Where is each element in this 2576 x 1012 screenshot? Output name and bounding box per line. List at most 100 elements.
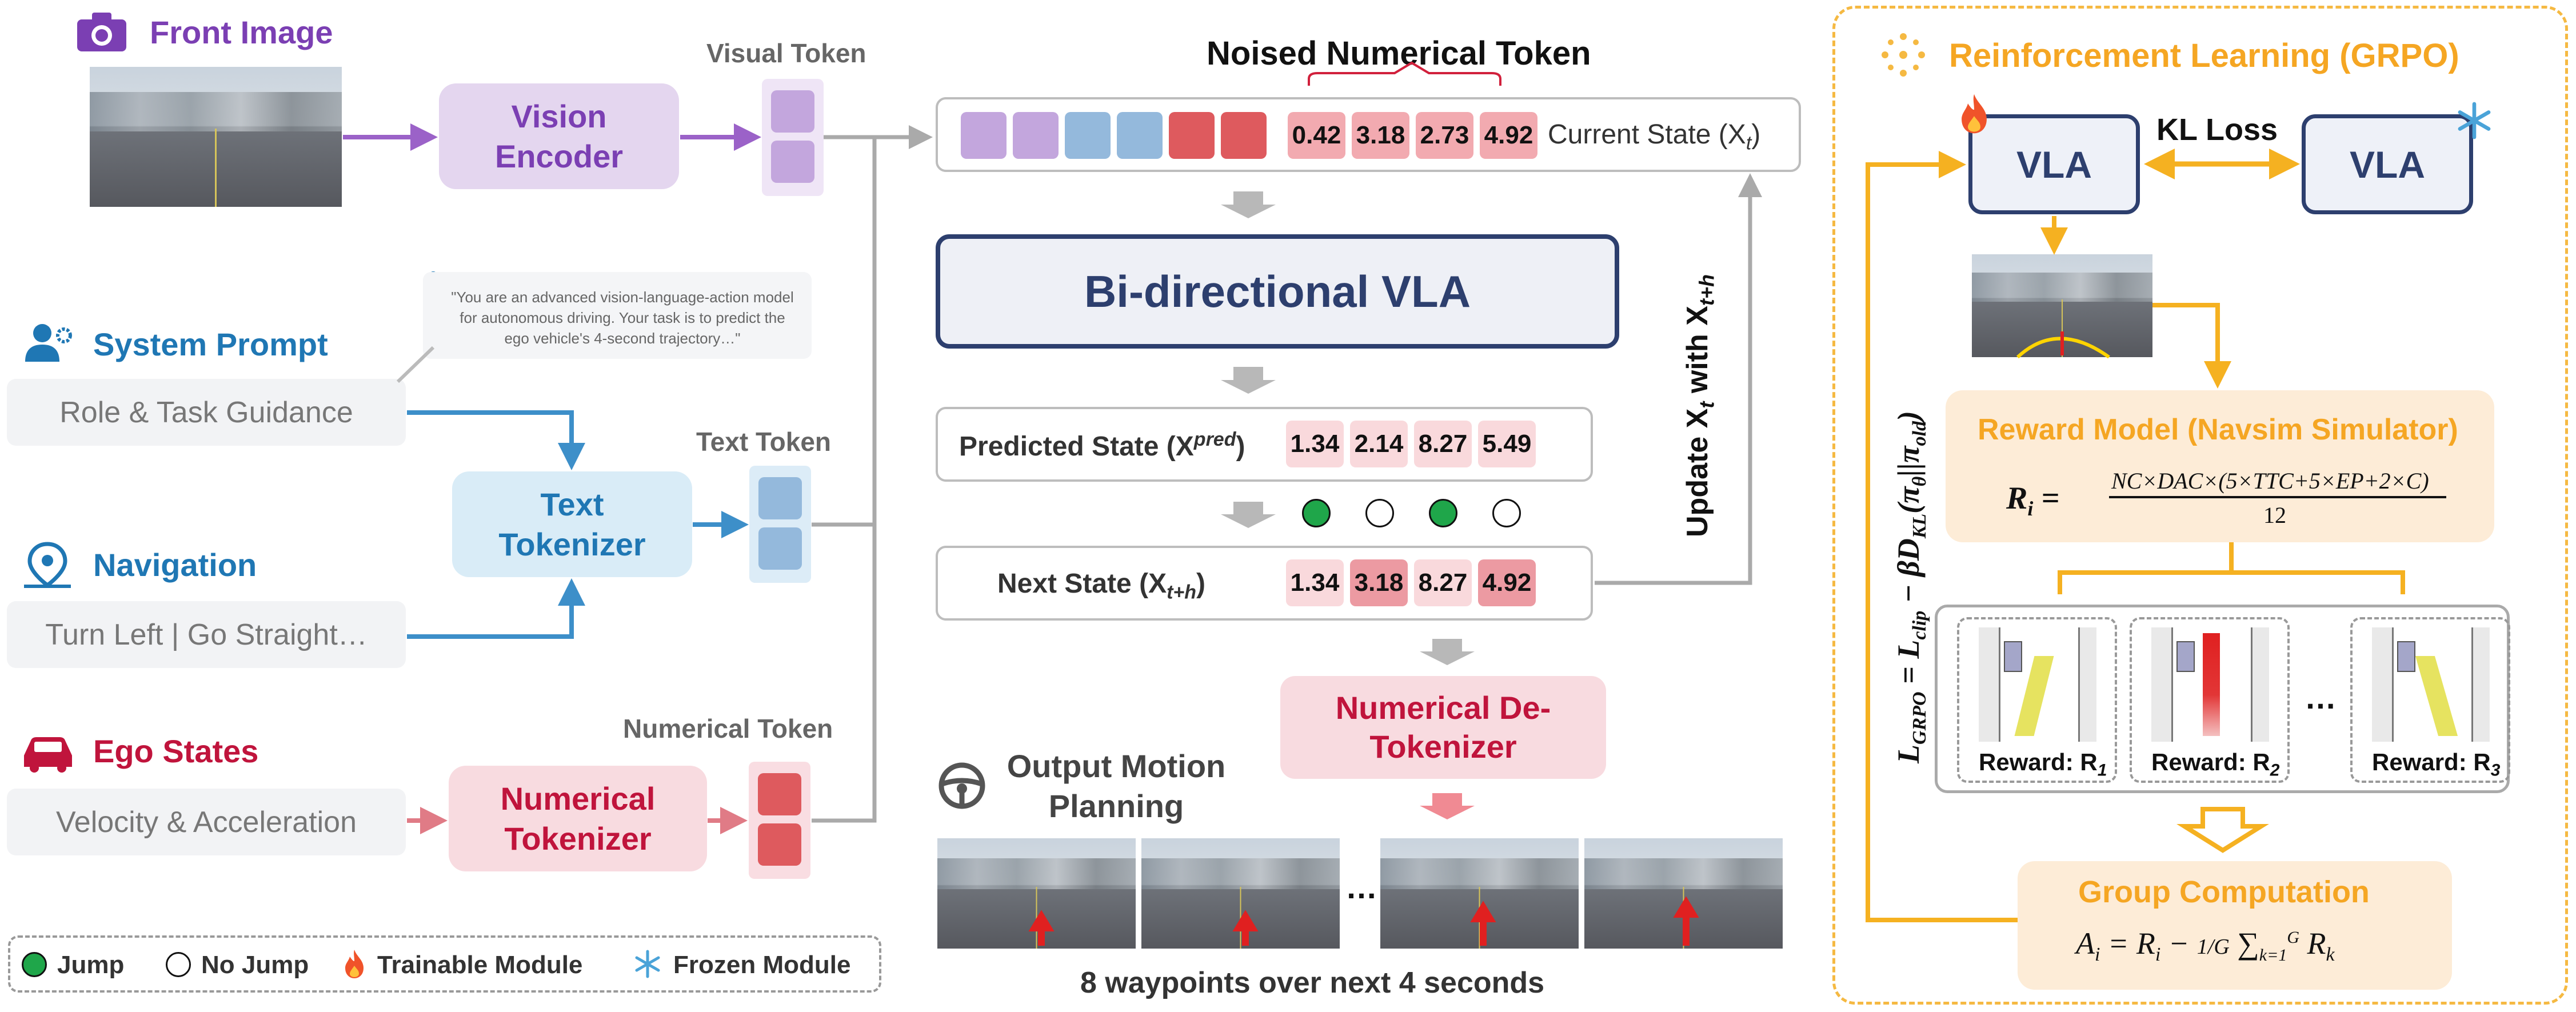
fire-icon (343, 949, 366, 979)
visual-token-2 (771, 141, 814, 183)
current-token-red-1 (1169, 112, 1215, 159)
trainable-legend-label: Trainable Module (377, 951, 583, 979)
vla-frozen-box: VLA (2302, 114, 2473, 214)
reward-label-1: Reward: R1 (1979, 749, 2107, 780)
current-token-purple-1 (961, 112, 1007, 159)
fire-icon-vla (1958, 93, 1990, 135)
advantage-formula: Ai = Ri − 1/G ∑k=1G Rk (2076, 926, 2335, 965)
numerical-tokenizer-box: Numerical Tokenizer (449, 766, 707, 871)
vision-encoder-box: Vision Encoder (439, 83, 679, 189)
current-token-purple-2 (1013, 112, 1059, 159)
vla-trainable-label: VLA (2016, 143, 2092, 186)
numerical-detokenizer-box: Numerical De-Tokenizer (1280, 676, 1606, 779)
reward-formula-fraction-bar (2109, 496, 2446, 498)
reward-sample-3: Reward: R3 (2350, 617, 2510, 783)
text-token-label: Text Token (696, 427, 831, 457)
current-token-red-2 (1221, 112, 1267, 159)
reward-formula-numerator: NC×DAC×(5×TTC+5×EP+2×C) (2111, 468, 2429, 494)
numerical-tokenizer-label: Numerical Tokenizer (500, 780, 656, 857)
next-state-row (936, 546, 1593, 621)
vision-encoder-label: Vision Encoder (494, 98, 624, 174)
no-jump-legend-label: No Jump (201, 951, 309, 979)
reward-sample-2: Reward: R2 (2130, 617, 2290, 783)
no-jump-legend-dot (166, 952, 191, 977)
reward-label-3: Reward: R3 (2372, 749, 2501, 780)
reward-model-label: Reward Model (Navsim Simulator) (1978, 413, 2458, 446)
bidirectional-vla-label: Bi-directional VLA (1084, 266, 1471, 317)
text-token-2 (758, 527, 802, 570)
road-sample-2 (2151, 627, 2269, 742)
current-value-2: 3.18 (1352, 112, 1409, 159)
predicted-value-1: 1.34 (1286, 421, 1344, 467)
current-token-blue-1 (1065, 112, 1111, 159)
system-prompt-title: System Prompt (93, 326, 328, 362)
jump-legend-label: Jump (57, 951, 125, 979)
road-sample-1 (1979, 627, 2096, 742)
role-task-box: Role & Task Guidance (7, 379, 406, 446)
group-computation-box (2018, 861, 2452, 990)
ego-states-title: Ego States (93, 733, 259, 769)
bidirectional-vla-box: Bi-directional VLA (936, 234, 1619, 349)
reward-formula-lhs: Ri = (2006, 481, 2060, 521)
user-gear-icon (23, 323, 74, 363)
next-value-1: 1.34 (1286, 559, 1344, 606)
reward-formula-denominator: 12 (2263, 502, 2286, 528)
predicted-value-4: 5.49 (1478, 421, 1536, 467)
frozen-legend-label: Frozen Module (673, 951, 851, 979)
jump-dot-3 (1429, 499, 1457, 527)
location-pin-icon (22, 542, 73, 589)
legend-box (8, 935, 881, 993)
front-image-title: Front Image (150, 14, 333, 50)
front-image-photo (90, 67, 342, 207)
prompt-quote-text: "You are an advanced vision-language-act… (451, 289, 794, 347)
snowflake-icon-vla (2455, 102, 2493, 139)
camera-icon (76, 11, 127, 53)
visual-token-label: Visual Token (706, 38, 866, 68)
output-frames-ellipsis: … (1345, 869, 1377, 905)
rl-panel (1832, 6, 2568, 1005)
predicted-state-label: Predicted State (Xpred) (959, 429, 1245, 462)
output-motion-label: Output Motion Planning (1007, 748, 1226, 824)
jump-legend-dot (22, 952, 47, 977)
group-computation-label: Group Computation (2078, 875, 2370, 909)
waypoints-caption: 8 waypoints over next 4 seconds (1080, 966, 1545, 999)
visual-token-1 (771, 90, 814, 133)
role-task-text: Role & Task Guidance (59, 395, 353, 429)
car-icon (21, 733, 75, 773)
jump-dot-1 (1302, 499, 1331, 527)
navigation-title: Navigation (93, 547, 257, 583)
predicted-state-row (936, 407, 1593, 482)
numerical-token-1 (758, 773, 801, 815)
predicted-value-2: 2.14 (1350, 421, 1408, 467)
numerical-detokenizer-label: Numerical De-Tokenizer (1335, 690, 1551, 765)
current-state-label: Current State (Xt) (1548, 119, 1761, 154)
nav-value-box: Turn Left | Go Straight… (7, 601, 406, 668)
current-state-row (936, 97, 1801, 172)
ego-value-box: Velocity & Acceleration (7, 789, 406, 855)
vla-frozen-label: VLA (2350, 143, 2425, 186)
rl-title: Reinforcement Learning (GRPO) (1949, 37, 2459, 74)
dots-icon (1880, 32, 1926, 78)
numerical-token-2 (758, 823, 801, 866)
next-value-2: 3.18 (1350, 559, 1408, 606)
current-token-blue-2 (1117, 112, 1163, 159)
no-jump-dot-2 (1365, 499, 1394, 527)
next-value-3: 8.27 (1414, 559, 1472, 606)
ego-value-text: Velocity & Acceleration (55, 805, 357, 839)
nav-value-text: Turn Left | Go Straight… (45, 618, 368, 651)
current-value-3: 2.73 (1416, 112, 1473, 159)
snowflake-icon (633, 950, 662, 978)
predicted-value-3: 8.27 (1414, 421, 1472, 467)
next-value-4: 4.92 (1478, 559, 1536, 606)
text-token-1 (758, 477, 802, 519)
numerical-token-stack (749, 762, 810, 879)
reward-model-box (1946, 390, 2494, 542)
no-jump-dot-4 (1492, 499, 1521, 527)
next-state-label: Next State (Xt+h) (997, 569, 1206, 603)
text-tokenizer-box: Text Tokenizer (452, 471, 692, 577)
road-sample-3 (2372, 627, 2490, 742)
kl-loss-label: KL Loss (2156, 113, 2278, 147)
text-token-stack (749, 466, 811, 583)
current-value-1: 0.42 (1288, 112, 1345, 159)
